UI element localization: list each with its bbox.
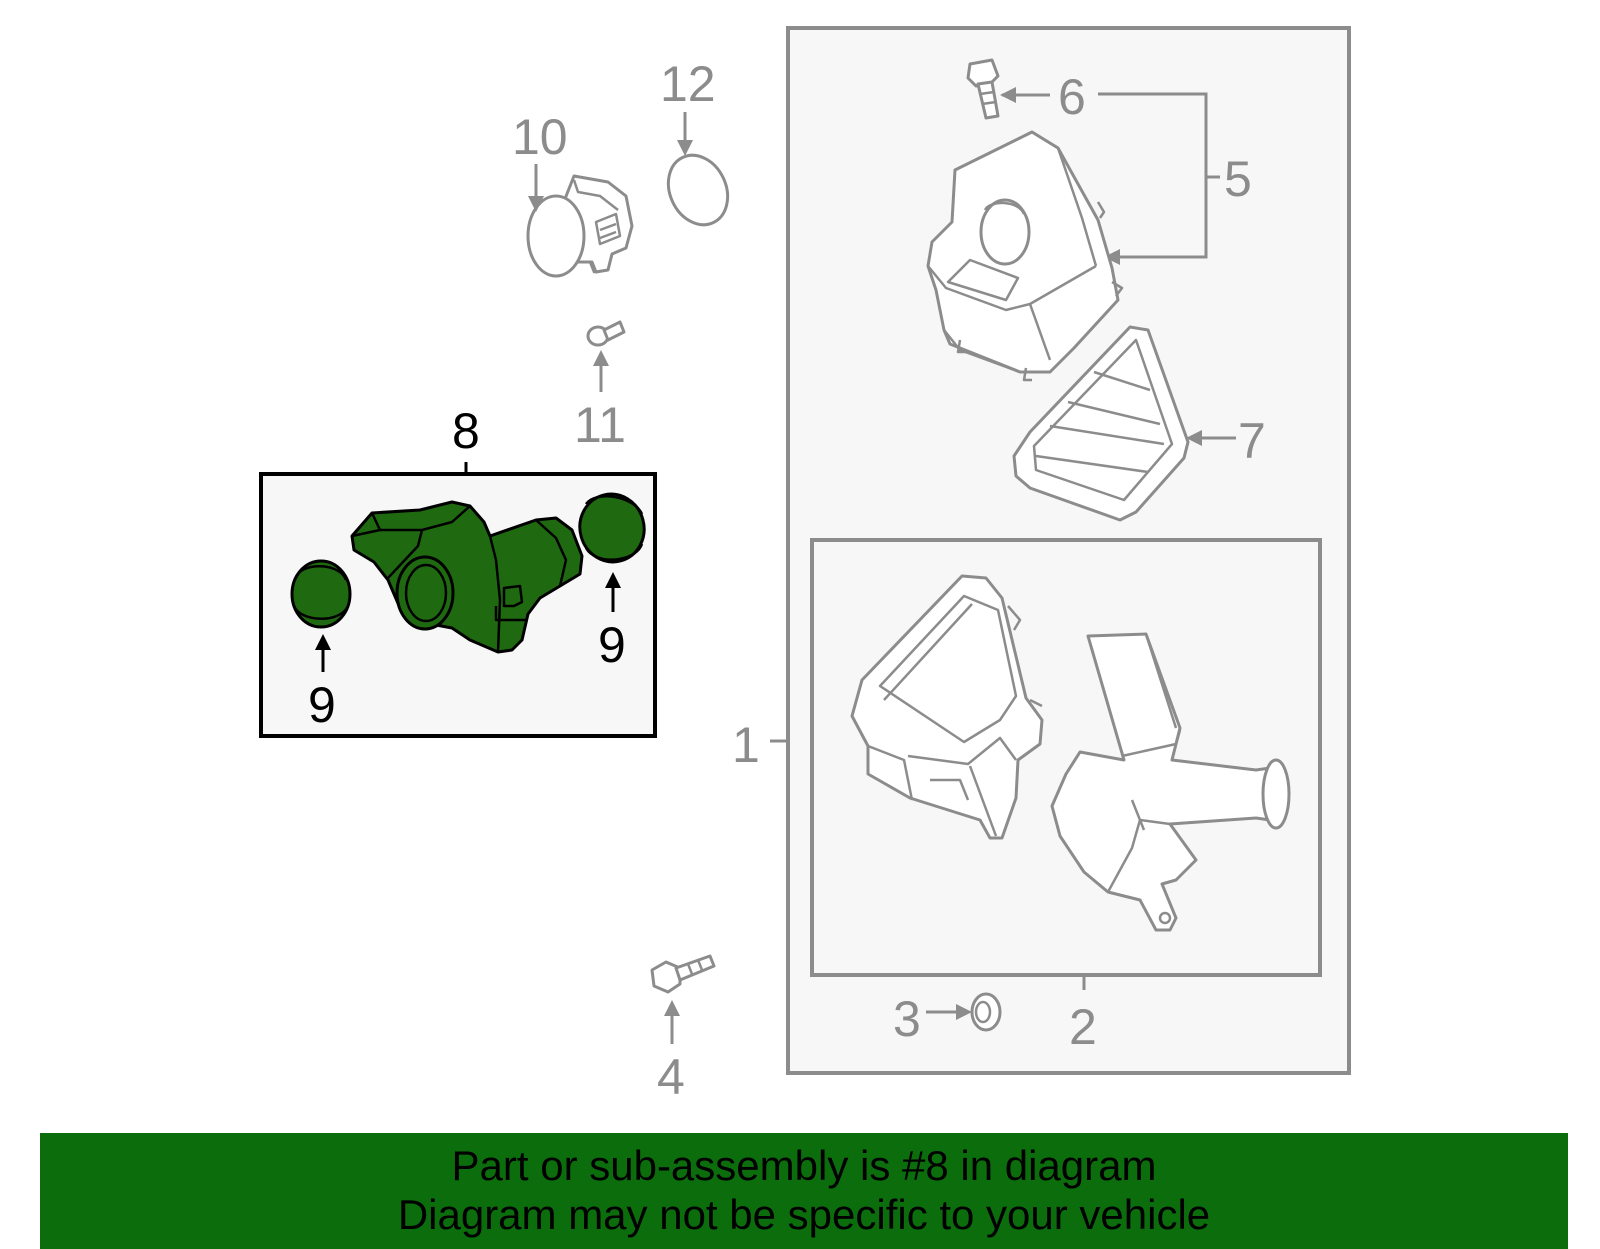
part-10-mass-air-flow-sensor[interactable] <box>526 174 634 278</box>
callout-5: 5 <box>1224 151 1252 207</box>
callout-9-right: 9 <box>598 617 626 673</box>
callout-8: 8 <box>452 403 480 459</box>
part-12-o-ring[interactable] <box>657 146 738 235</box>
callout-7: 7 <box>1238 413 1266 469</box>
part-6-bolt[interactable] <box>966 58 1000 120</box>
part-2-intake-duct[interactable] <box>1050 632 1291 932</box>
notice-line-1: Part or sub-assembly is #8 in diagram <box>451 1142 1157 1189</box>
part-5-air-cleaner-cover[interactable] <box>926 130 1124 382</box>
callout-1: 1 <box>732 717 760 773</box>
part-9-clamp-left[interactable] <box>290 559 352 629</box>
part-4-bolt[interactable] <box>650 954 716 994</box>
notice-line-2: Diagram may not be specific to your vehi… <box>397 1191 1211 1238</box>
callout-6: 6 <box>1058 69 1086 125</box>
callout-11: 11 <box>574 397 626 453</box>
part-2-air-cleaner-housing[interactable] <box>850 574 1044 840</box>
part-7-filter-element[interactable] <box>1012 325 1190 522</box>
notice-banner: Part or sub-assembly is #8 in diagram Di… <box>40 1133 1568 1249</box>
callout-9-left: 9 <box>308 677 336 733</box>
part-11-screw[interactable] <box>586 320 626 347</box>
part-9-clamp-right[interactable] <box>572 487 651 569</box>
callout-2: 2 <box>1069 999 1097 1055</box>
callout-10: 10 <box>512 109 568 165</box>
callout-12: 12 <box>660 56 716 112</box>
callout-3: 3 <box>893 991 921 1047</box>
callout-4: 4 <box>657 1049 685 1105</box>
part-3-grommet[interactable] <box>970 992 1002 1032</box>
part-8-outlet-duct[interactable] <box>350 500 584 654</box>
